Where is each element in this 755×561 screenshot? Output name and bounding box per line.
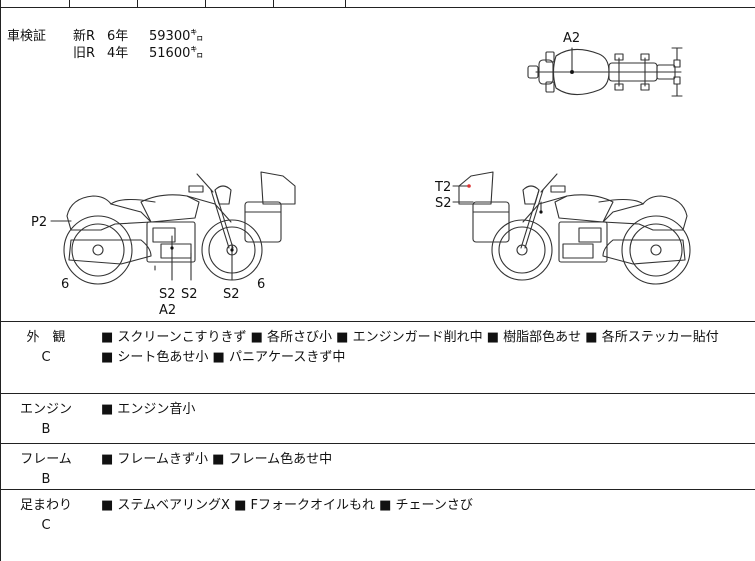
damage-label-s2-c: S2: [223, 287, 240, 302]
remark-line: ■ シート色あせ小 ■ パニアケースきず中: [101, 350, 346, 365]
remark-line: ■ ステムベアリングX ■ Fフォークオイルもれ ■ チェーンさび: [101, 498, 473, 513]
remark-line: ■ エンジン音小: [101, 402, 196, 417]
grade-badge: B: [41, 422, 51, 437]
remark-line: ■ スクリーンこすりきず ■ 各所さび小 ■ エンジンガード削れ中 ■ 樹脂部色…: [101, 330, 719, 345]
motorcycle-left-view: [63, 171, 296, 285]
remarks-list: ■ エンジン音小: [101, 400, 755, 420]
damage-label-t2: T2: [434, 180, 451, 195]
section-engine: エンジン B ■ エンジン音小: [1, 394, 755, 444]
damage-label-6-left: 6: [61, 277, 69, 292]
category-name: エンジン: [19, 402, 72, 417]
section-engine-label: エンジン B: [1, 400, 91, 440]
remarks-list: ■ スクリーンこすりきず ■ 各所さび小 ■ エンジンガード削れ中 ■ 樹脂部色…: [101, 328, 755, 368]
remark-line: ■ フレームきず小 ■ フレーム色あせ中: [101, 452, 333, 467]
damage-label-p2: P2: [31, 215, 47, 230]
damage-label-top-a2: A2: [563, 31, 580, 46]
remarks-list: ■ フレームきず小 ■ フレーム色あせ中: [101, 450, 755, 470]
damage-label-s2-b: S2: [181, 287, 198, 302]
section-frame: フレーム B ■ フレームきず小 ■ フレーム色あせ中: [1, 444, 755, 490]
category-name: 足まわり: [19, 498, 72, 513]
motorcycle-diagrams: A2 P2 6 S2 S2 A2 S2 6 T2 S2: [31, 31, 691, 318]
header-cell: [205, 0, 273, 8]
grade-badge: B: [41, 472, 51, 487]
remarks-list: ■ ステムベアリングX ■ Fフォークオイルもれ ■ チェーンさび: [101, 496, 755, 516]
meter-era-old: 旧R: [73, 46, 96, 61]
section-exterior-label: 外 観 C: [1, 328, 91, 368]
section-frame-label: フレーム B: [1, 450, 91, 490]
grade-badge: C: [41, 350, 51, 365]
damage-label-s2-right: S2: [435, 196, 452, 211]
header-cell: [345, 0, 755, 8]
motorcycle-top-view: [527, 47, 683, 97]
category-name: 外 観: [26, 330, 66, 345]
header-cell: [137, 0, 205, 8]
meter-year-new: 6年: [107, 29, 129, 44]
category-name: フレーム: [20, 452, 72, 467]
section-chassis: 足まわり C ■ ステムベアリングX ■ Fフォークオイルもれ ■ チェーンさび: [1, 490, 755, 561]
section-chassis-label: 足まわり C: [1, 496, 91, 536]
damage-label-s2-a: S2: [159, 287, 176, 302]
damage-markers: [170, 70, 574, 252]
header-cell: [69, 0, 137, 8]
damage-diagram-panel: 車検証 新R 6年 59300㌔ 旧R 4年 51600㌔: [1, 8, 755, 322]
grade-badge: C: [41, 518, 51, 533]
meter-era-new: 新R: [73, 29, 96, 44]
mileage-new: 59300㌔: [149, 29, 204, 44]
damage-label-a2-left: A2: [159, 303, 176, 318]
mileage-old: 51600㌔: [149, 46, 204, 61]
header-table-remnant: [1, 0, 755, 8]
damage-leader-lines: [50, 47, 573, 281]
meter-year-old: 4年: [107, 46, 129, 61]
mileage-row-new: 新R 6年 59300㌔: [73, 28, 203, 45]
section-exterior: 外 観 C ■ スクリーンこすりきず ■ 各所さび小 ■ エンジンガード削れ中 …: [1, 322, 755, 394]
header-cell: [273, 0, 345, 8]
inspection-label: 車検証: [7, 29, 47, 44]
mileage-row-old: 旧R 4年 51600㌔: [73, 45, 203, 62]
damage-label-6-right: 6: [257, 277, 265, 292]
motorcycle-right-view: [458, 171, 691, 285]
